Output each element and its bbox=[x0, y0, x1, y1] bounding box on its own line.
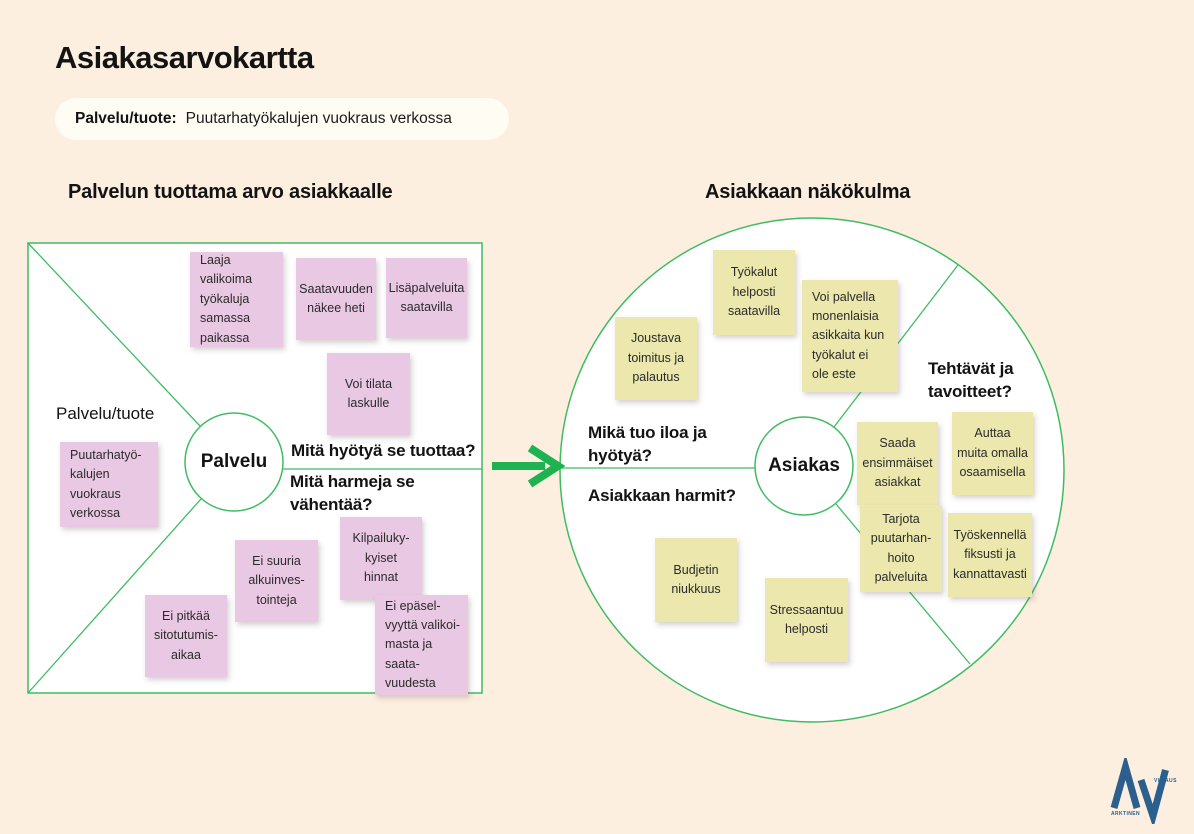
sticky-note[interactable]: Auttaa muita omalla osaamisella bbox=[952, 412, 1033, 495]
asiakas-center-label: Asiakas bbox=[768, 455, 840, 476]
sticky-note[interactable]: Ei pitkää sitotutumis- aikaa bbox=[145, 595, 227, 677]
sticky-note[interactable]: Stressaantuu helposti bbox=[765, 578, 848, 662]
sticky-note[interactable]: Ei suuria alkuinves- tointeja bbox=[235, 540, 318, 622]
sticky-note[interactable]: Tarjota puutarhan- hoito palveluita bbox=[860, 505, 942, 592]
sticky-note[interactable]: Lisäpalveluita saatavilla bbox=[386, 258, 467, 338]
sticky-note[interactable]: Voi tilata laskulle bbox=[327, 353, 410, 435]
company-logo: VIISAUS ARKTINEN bbox=[1106, 754, 1186, 829]
logo-mark bbox=[1110, 754, 1169, 829]
question-benefits: Mitä hyötyä se tuottaa? bbox=[291, 441, 476, 460]
palvelu-center-label: Palvelu bbox=[200, 451, 268, 472]
sticky-note[interactable]: Saatavuuden näkee heti bbox=[296, 258, 376, 340]
logo-word-viisaus: VIISAUS bbox=[1154, 778, 1177, 784]
palvelu-circle bbox=[184, 412, 284, 512]
asiakas-circle bbox=[754, 416, 854, 516]
question-tasks: Tehtävät ja tavoitteet? bbox=[928, 359, 1014, 401]
sticky-note[interactable]: Ei epäsel- vyyttä valikoi- masta ja saat… bbox=[375, 595, 468, 695]
question-harms-right: Asiakkaan harmit? bbox=[588, 486, 736, 505]
page-title: Asiakasarvokartta bbox=[55, 40, 314, 75]
sticky-note[interactable]: Voi palvella monenlaisia asikkaita kun t… bbox=[802, 280, 898, 392]
left-section-heading: Palvelun tuottama arvo asiakkaalle bbox=[68, 181, 393, 203]
service-label: Palvelu/tuote: bbox=[75, 110, 177, 127]
question-harms-left: Mitä harmeja se vähentää? bbox=[290, 472, 415, 514]
right-section-heading: Asiakkaan näkökulma bbox=[705, 181, 911, 203]
service-diagonal-bottom bbox=[27, 498, 202, 694]
service-diagonal-top bbox=[27, 242, 201, 427]
sticky-note[interactable]: Puutarhatyö- kalujen vuokraus verkossa bbox=[60, 442, 158, 527]
sticky-note[interactable]: Työskennellä fiksusti ja kannattavasti bbox=[948, 513, 1032, 597]
service-value: Puutarhatyökalujen vuokraus verkossa bbox=[185, 110, 452, 127]
question-joy: Mikä tuo iloa ja hyötyä? bbox=[588, 423, 707, 465]
sticky-note[interactable]: Budjetin niukkuus bbox=[655, 538, 737, 622]
sticky-note[interactable]: Kilpailuky- kyiset hinnat bbox=[340, 517, 422, 600]
logo-word-arktinen: ARKTINEN bbox=[1111, 811, 1140, 817]
sticky-note[interactable]: Joustava toimitus ja palautus bbox=[615, 317, 697, 400]
sticky-note[interactable]: Saada ensimmäiset asiakkat bbox=[857, 422, 938, 505]
sticky-note[interactable]: Työkalut helposti saatavilla bbox=[713, 250, 795, 335]
sticky-note[interactable]: Laaja valikoima työkaluja samassa paikas… bbox=[190, 252, 283, 347]
arrow-right-icon bbox=[492, 444, 566, 488]
zone-label-palvelu-tuote: Palvelu/tuote bbox=[56, 404, 155, 423]
service-pill: Palvelu/tuote: Puutarhatyökalujen vuokra… bbox=[55, 98, 509, 140]
